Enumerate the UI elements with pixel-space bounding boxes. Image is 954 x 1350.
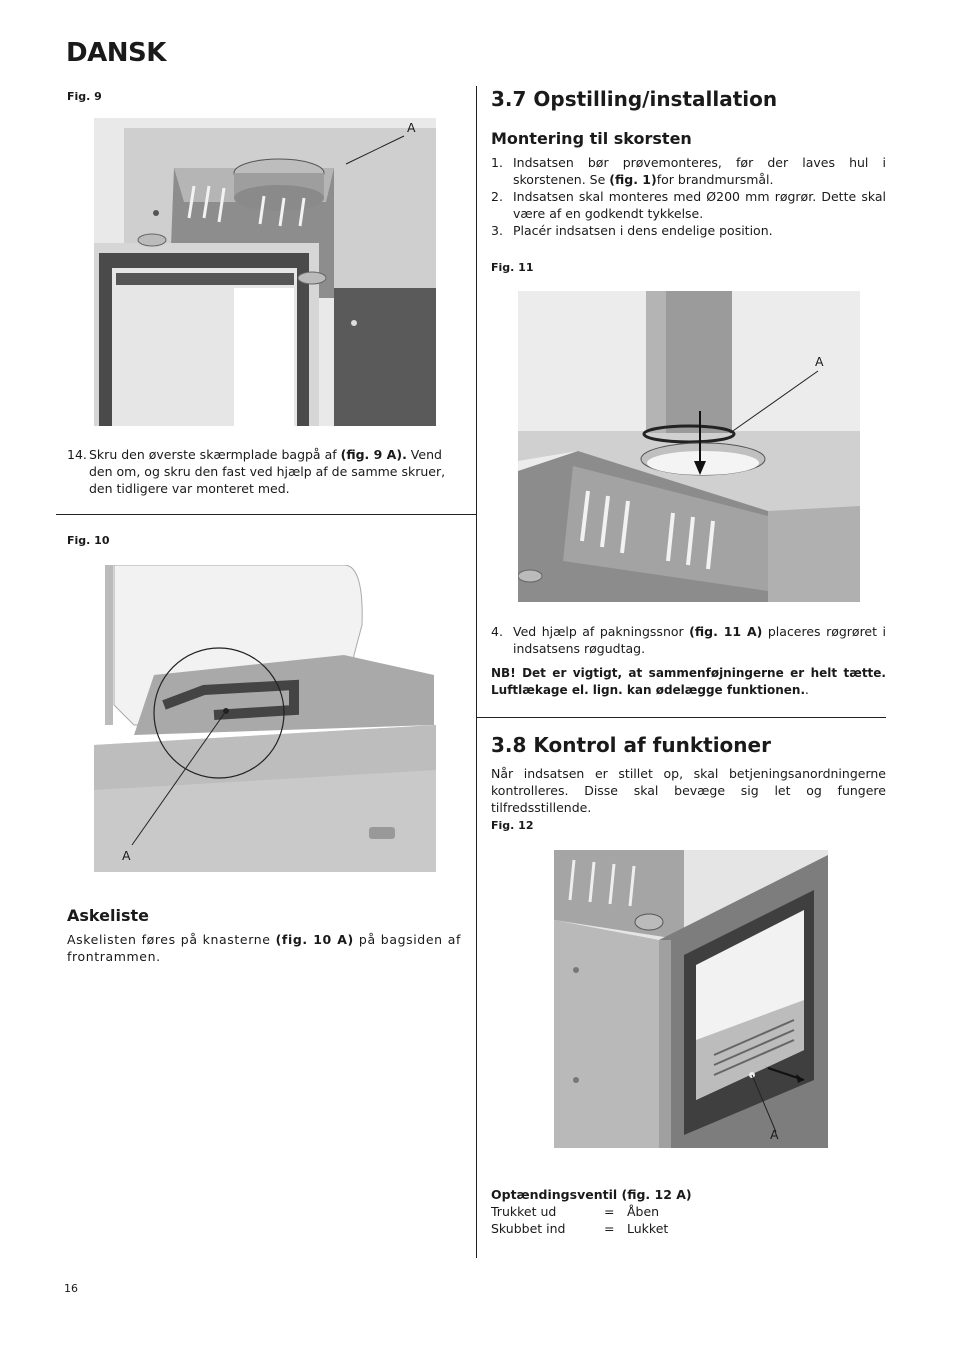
valve-table: Trukket ud = Åben Skubbet ind = Lukket [491, 1203, 668, 1237]
nb-warning-tail: . [805, 683, 809, 697]
valve-heading: Optændingsventil (fig. 12 A) [491, 1187, 692, 1202]
fig9-label: Fig. 9 [67, 90, 102, 103]
step-4-text-end: placeres røgrøret i indsatsens røgudtag. [513, 624, 886, 656]
step-2-number: 2. [491, 189, 503, 204]
step-4-ref: (fig. 11 A) [689, 624, 763, 639]
askeliste-heading: Askeliste [67, 906, 149, 925]
section-3-8-text: Når indsatsen er stillet op, skal betjen… [491, 766, 886, 815]
step-4: 4. Ved hjælp af pakningssnor (fig. 11 A)… [491, 623, 886, 657]
page-number: 16 [64, 1282, 78, 1295]
nb-warning: NB! Det er vigtigt, at sammenføjningerne… [491, 665, 886, 699]
section-3-8-title: 3.8 Kontrol af funktioner [491, 733, 771, 757]
valve-row-closed-eq: = [604, 1221, 615, 1236]
fig9-illustration [94, 118, 436, 426]
step-2-text: Indsatsen skal monteres med Ø200 mm røgr… [513, 189, 886, 221]
step-1-ref: (fig. 1) [609, 172, 657, 187]
fig10-label: Fig. 10 [67, 534, 110, 547]
page-language-heading: DANSK [66, 38, 166, 68]
nb-warning-text: NB! Det er vigtigt, at sammenføjningerne… [491, 666, 886, 697]
left-section-rule [56, 514, 476, 515]
fig9-callout-a: A [407, 120, 416, 135]
step-1-text-end: for brandmursmål. [656, 172, 774, 187]
fig12-callout-a: A [770, 1127, 779, 1142]
step-4-text: Ved hjælp af pakningssnor [513, 624, 690, 639]
valve-row-open: Trukket ud = Åben [491, 1203, 668, 1220]
step-2: 2. Indsatsen skal monteres med Ø200 mm r… [491, 188, 886, 222]
step-1-number: 1. [491, 155, 503, 170]
valve-row-closed-value: Lukket [627, 1221, 669, 1236]
valve-row-closed-key: Skubbet ind [491, 1221, 566, 1236]
step-14-number: 14. [67, 447, 87, 462]
fig12-illustration [554, 850, 828, 1148]
step-14-ref: (fig. 9 A). [340, 447, 407, 462]
right-section-rule [476, 717, 886, 718]
step-4-number: 4. [491, 624, 503, 639]
montering-steps: 1. Indsatsen bør prøvemonteres, før der … [491, 154, 886, 239]
montering-heading: Montering til skorsten [491, 129, 692, 148]
step-3-number: 3. [491, 223, 503, 238]
step-3-text: Placér indsatsen i dens endelige positio… [513, 223, 773, 238]
askeliste-ref: (fig. 10 A) [275, 932, 354, 947]
valve-row-closed: Skubbet ind = Lukket [491, 1220, 668, 1237]
valve-row-open-value: Åben [627, 1204, 660, 1219]
askeliste-text: Askelisten føres på knasterne (fig. 10 A… [67, 931, 461, 965]
fig10-callout-a: A [122, 848, 131, 863]
fig10-illustration [94, 565, 436, 872]
askeliste-text-start: Askelisten føres på knasterne [67, 932, 276, 947]
column-divider [476, 86, 477, 1258]
valve-row-open-eq: = [604, 1204, 615, 1219]
step-3: 3. Placér indsatsen i dens endelige posi… [491, 222, 886, 239]
step-1: 1. Indsatsen bør prøvemonteres, før der … [491, 154, 886, 188]
valve-row-open-key: Trukket ud [491, 1204, 557, 1219]
step-14-text-end: Vend den om, og skru den fast ved hjælp … [89, 447, 446, 496]
step-14-text: Skru den øverste skærmplade bagpå af [89, 447, 341, 462]
fig11-label: Fig. 11 [491, 261, 534, 274]
section-3-7-title: 3.7 Opstilling/installation [491, 87, 778, 111]
fig11-illustration [518, 291, 860, 602]
fig12-label: Fig. 12 [491, 819, 534, 832]
step-1-text: Indsatsen bør prøvemonteres, før der lav… [513, 155, 886, 187]
askeliste-text-end: på bagsiden af frontrammen. [67, 932, 461, 964]
fig11-callout-a: A [815, 354, 824, 369]
step-14: 14. Skru den øverste skærmplade bagpå af… [67, 446, 461, 497]
